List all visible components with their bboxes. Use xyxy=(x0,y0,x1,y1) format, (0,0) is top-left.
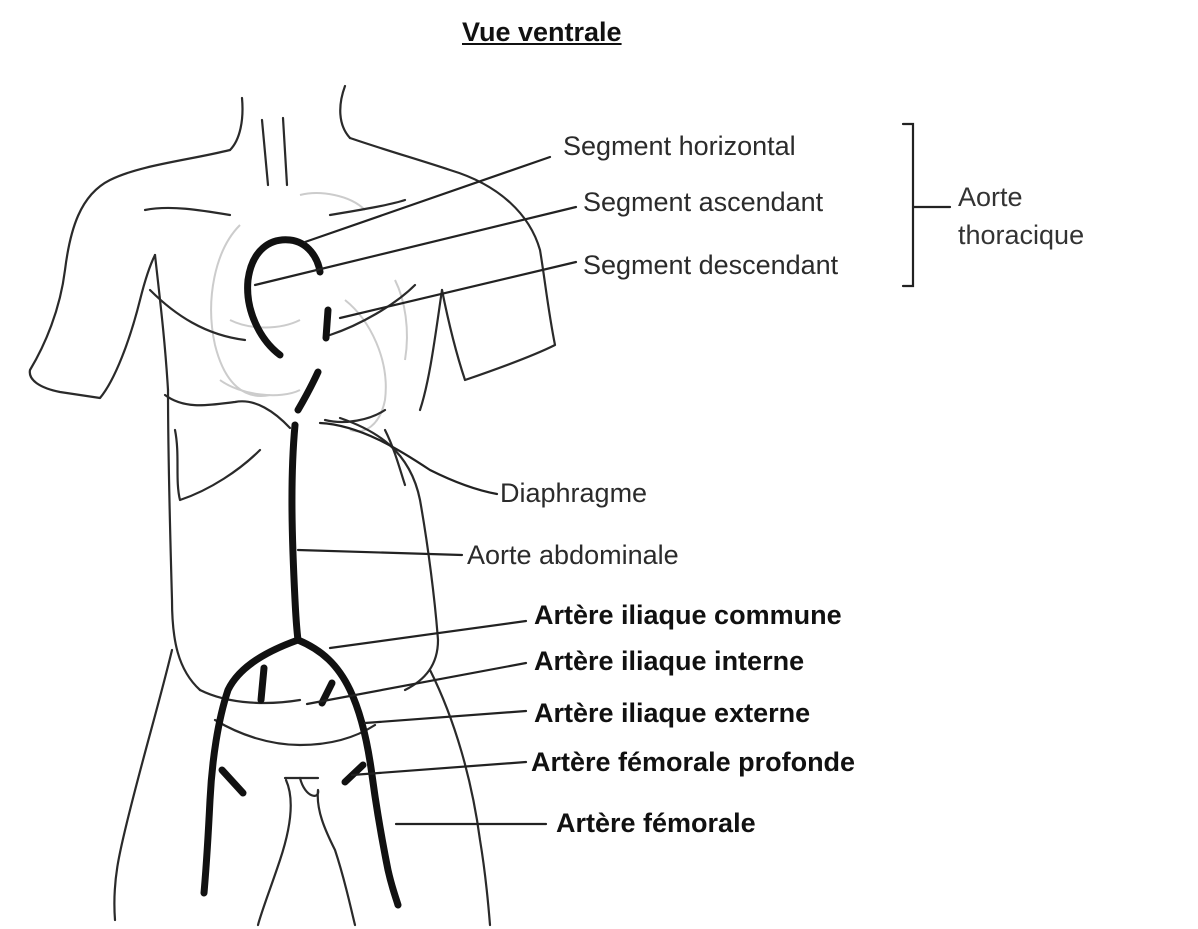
leader-iliaque-externe xyxy=(363,709,528,725)
aortic-arch xyxy=(244,236,324,359)
leader-aorte-abdominale xyxy=(296,548,464,557)
label-aorte-thoracique-line1: Aorte xyxy=(958,182,1023,212)
leader-iliaque-commune xyxy=(328,619,528,650)
label-artere-iliaque-externe: Artère iliaque externe xyxy=(534,698,811,728)
descending-aorta-lower xyxy=(294,368,322,414)
leader-diaphragme xyxy=(318,421,499,496)
leader-femorale-profonde xyxy=(350,760,528,777)
leader-segment-horizontal xyxy=(303,155,552,244)
left-internal-iliac xyxy=(257,664,268,704)
label-artere-iliaque-interne: Artère iliaque interne xyxy=(534,646,805,676)
leader-lines xyxy=(253,122,952,826)
page-title: Vue ventrale xyxy=(462,17,622,47)
leader-segment-ascendant xyxy=(253,205,578,287)
left-deep-femoral xyxy=(218,766,247,797)
left-iliac xyxy=(200,636,302,897)
label-aorte-thoracique: Aorte thoracique xyxy=(958,178,1084,254)
label-aorte-abdominale: Aorte abdominale xyxy=(467,540,679,570)
label-artere-femorale-profonde: Artère fémorale profonde xyxy=(531,747,856,777)
aorte-thoracique-bracket xyxy=(901,122,915,288)
label-segment-descendant: Segment descendant xyxy=(583,250,839,280)
label-diaphragme: Diaphragme xyxy=(500,478,648,508)
descending-aorta-upper xyxy=(322,306,332,342)
right-iliac xyxy=(294,636,402,909)
label-aorte-thoracique-line2: thoracique xyxy=(958,220,1085,250)
leader-iliaque-interne xyxy=(305,661,528,706)
aorta-vessels xyxy=(200,236,402,909)
label-artere-iliaque-commune: Artère iliaque commune xyxy=(534,600,842,630)
label-segment-horizontal: Segment horizontal xyxy=(563,131,796,161)
right-internal-iliac xyxy=(318,679,336,707)
leader-segment-descendant xyxy=(338,260,578,320)
faint-lung-outlines xyxy=(210,192,408,433)
label-artere-femorale: Artère fémorale xyxy=(556,808,756,838)
body-outline xyxy=(28,84,557,927)
label-segment-ascendant: Segment ascendant xyxy=(583,187,824,217)
abdominal-aorta xyxy=(288,421,302,644)
right-deep-femoral xyxy=(341,761,367,786)
